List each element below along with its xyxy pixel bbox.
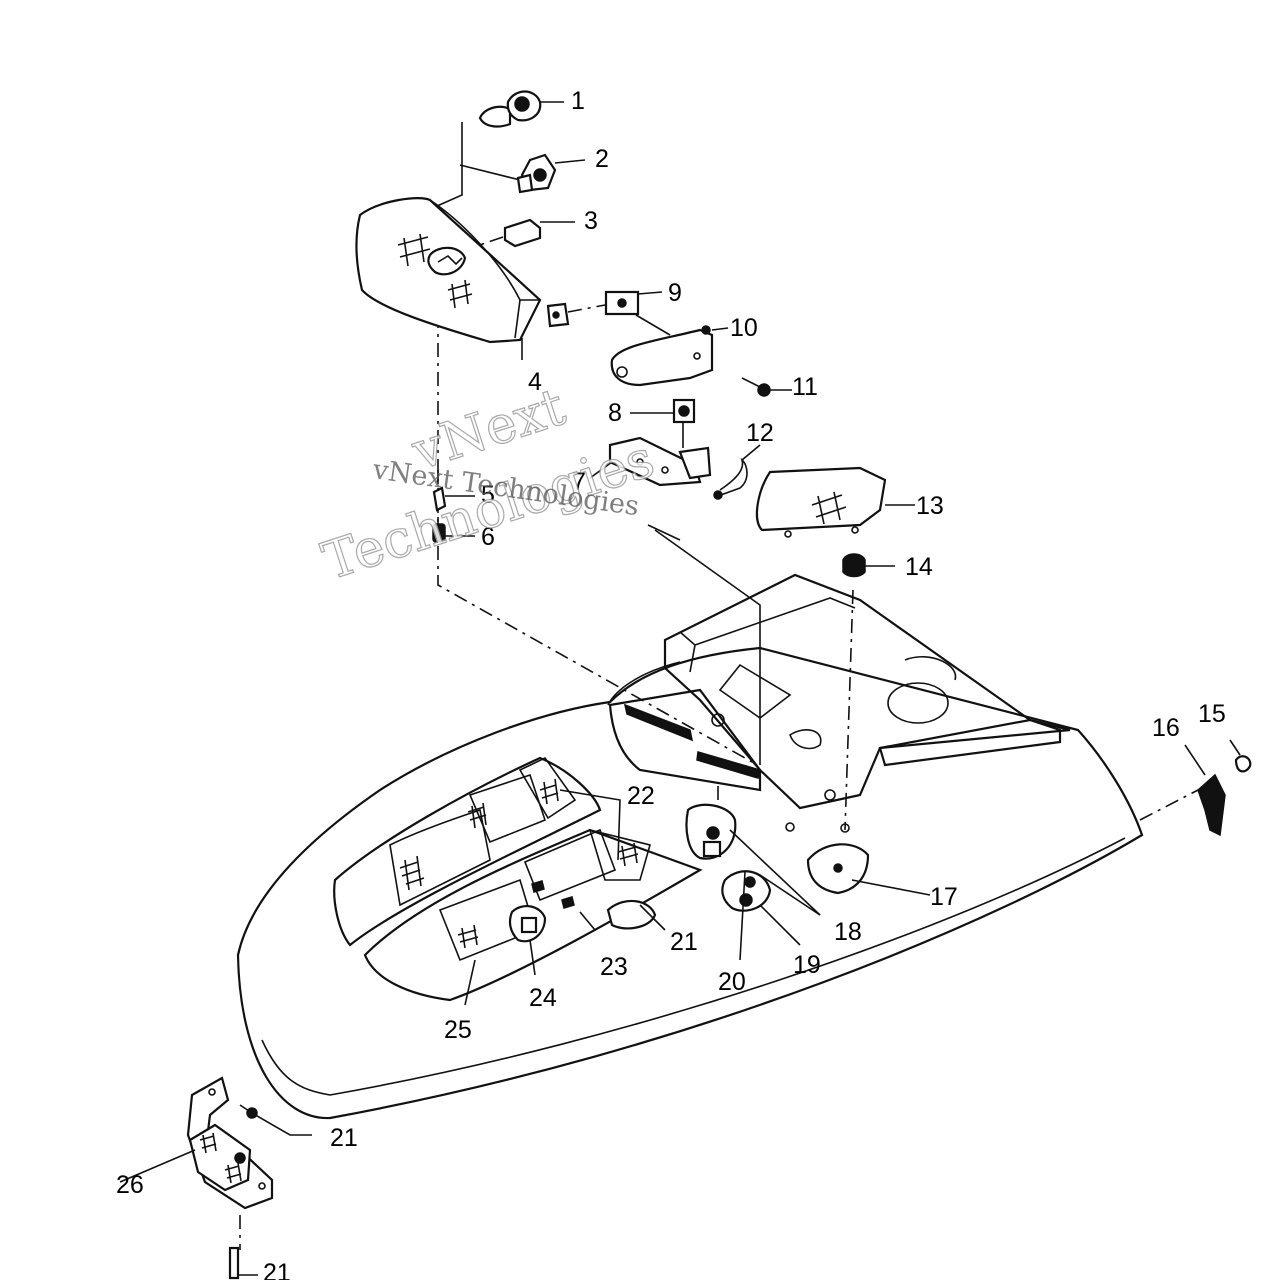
callout-5: 5: [481, 481, 495, 509]
callout-6: 6: [481, 523, 495, 551]
callout-22: 22: [627, 782, 655, 810]
part-9-plate: [604, 290, 663, 316]
part-6-nut: [432, 523, 475, 543]
callout-12: 12: [746, 419, 774, 447]
part-7-bracket: [589, 436, 712, 487]
callout-14: 14: [905, 553, 933, 581]
part-3-clip: [503, 218, 575, 248]
callout-25: 25: [444, 1016, 472, 1044]
callout-16: 16: [1152, 714, 1180, 742]
callout-19: 19: [793, 951, 821, 979]
part-26-bracket: [119, 1076, 312, 1280]
callout-7: 7: [572, 468, 586, 496]
callout-11: 11: [792, 373, 818, 401]
callout-23: 23: [600, 953, 628, 981]
part-4-headlight-housing: [355, 197, 570, 344]
part-13-cover: [755, 466, 915, 538]
callout-21-c: 21: [263, 1259, 291, 1280]
callout-3: 3: [584, 207, 598, 235]
callout-15: 15: [1198, 700, 1226, 728]
callout-21-b: 21: [330, 1124, 358, 1152]
callout-13: 13: [916, 492, 944, 520]
part-16-lever: [1184, 744, 1226, 837]
part-15-knob: [1229, 739, 1252, 773]
callout-24: 24: [529, 984, 557, 1012]
part-2-socket: [516, 153, 586, 194]
part-12-clip: [713, 444, 761, 500]
part-14-grommet: [842, 553, 895, 578]
hood-body: [236, 573, 1144, 1120]
callout-labels: 1 2 3 4 5 6 7 8 9 10 11 12 13 14 15 16 1…: [116, 87, 1226, 1280]
callout-17: 17: [930, 883, 958, 911]
callout-8: 8: [608, 399, 622, 427]
callout-1: 1: [571, 87, 585, 115]
part-11-screw: [741, 377, 792, 397]
callout-18: 18: [834, 918, 862, 946]
part-8-grommet: [630, 398, 696, 424]
part-10-arm: [610, 325, 729, 387]
callout-10: 10: [730, 314, 758, 342]
part-5-bolt: [432, 486, 475, 512]
callout-26: 26: [116, 1171, 144, 1199]
callout-20: 20: [718, 968, 746, 996]
part-1-bulb: [478, 90, 564, 128]
callout-21-a: 21: [670, 928, 698, 956]
callout-4: 4: [528, 368, 542, 396]
callout-9: 9: [668, 279, 682, 307]
callout-2: 2: [595, 145, 609, 173]
